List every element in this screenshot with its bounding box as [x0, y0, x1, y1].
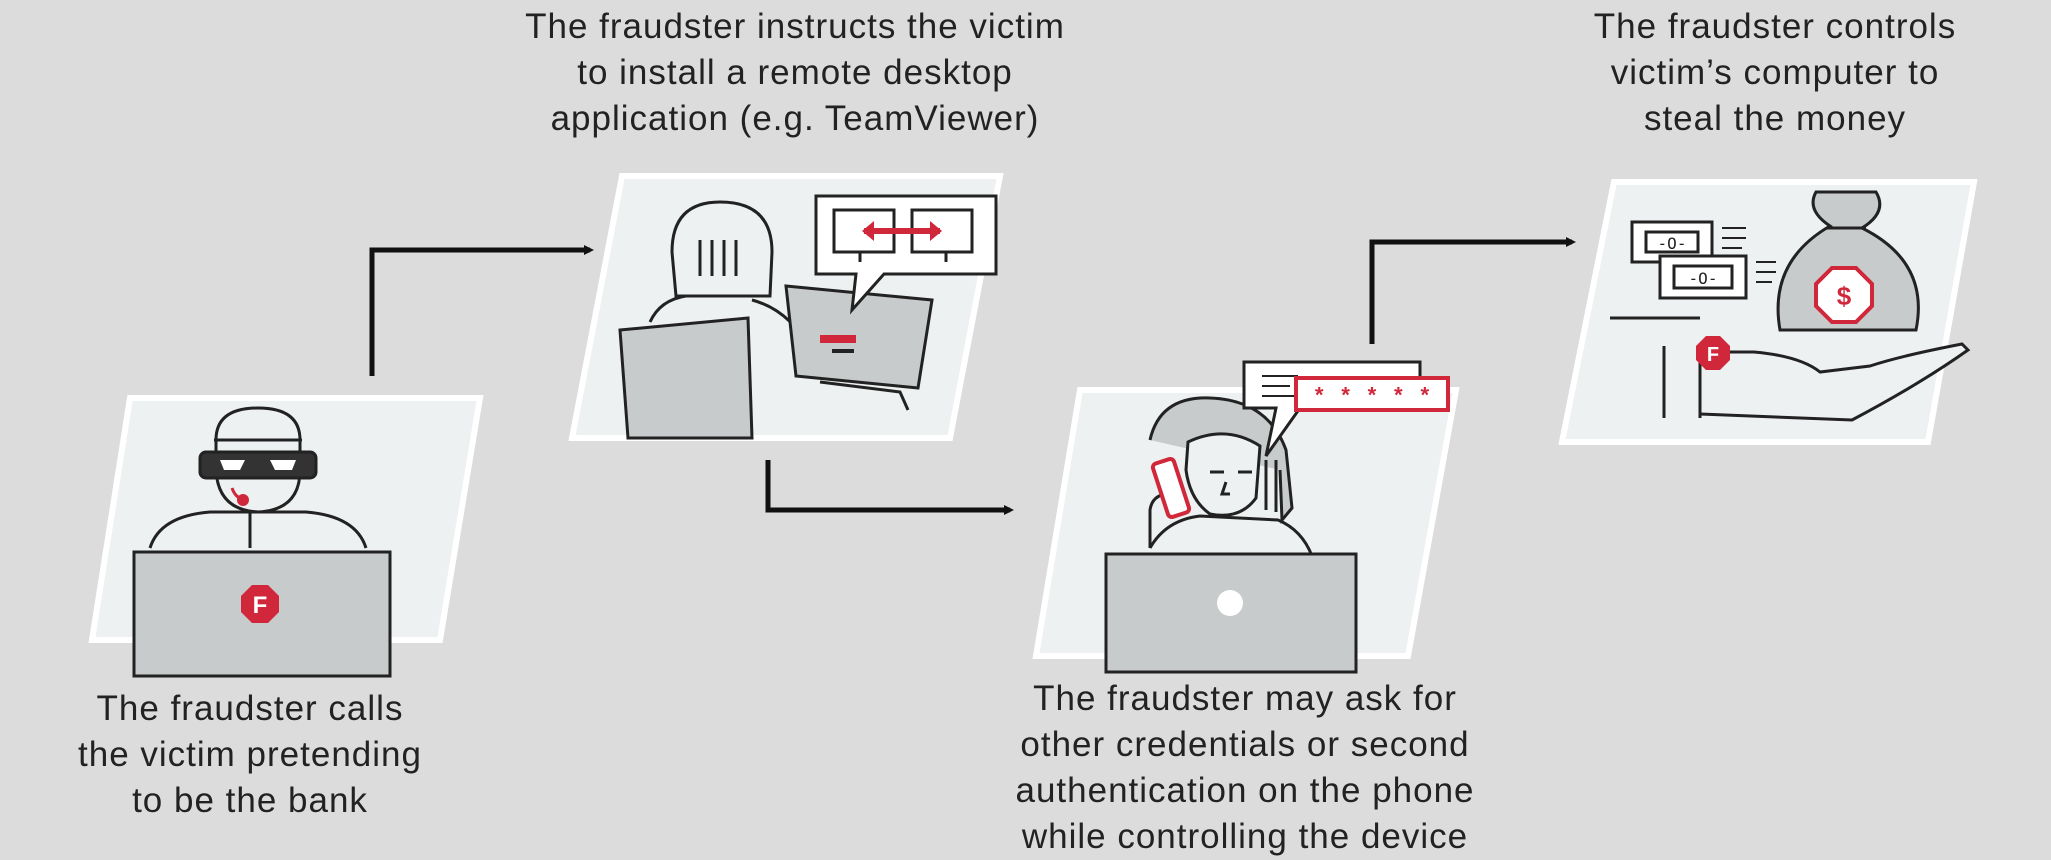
step-3-illustration: * * * * *	[1032, 360, 1460, 674]
phone-icon	[1150, 457, 1192, 519]
fraudster-badge-icon: F	[1696, 336, 1730, 370]
laptop-logo-icon	[1217, 590, 1243, 616]
step-2-caption: The fraudster instructs the victim to in…	[525, 7, 1065, 138]
svg-text:F: F	[1707, 344, 1719, 366]
victim-monitor	[784, 284, 934, 390]
step-1-illustration: F	[88, 395, 484, 678]
remote-desktop-bubble	[814, 194, 998, 315]
arrow-step1-to-step2	[369, 245, 594, 376]
fraudster-figure	[148, 406, 368, 549]
dollar-sign-icon: $	[1814, 266, 1874, 324]
fraudster-badge-icon: F	[241, 585, 279, 623]
svg-text:-O-: -O-	[1658, 234, 1687, 253]
money-bag-icon	[1776, 190, 1920, 332]
monitor-cursor-mark	[820, 335, 856, 343]
password-mask: * * * * *	[1313, 385, 1432, 410]
password-bubble: * * * * *	[1242, 360, 1450, 457]
svg-text:$: $	[1837, 281, 1852, 311]
banknote-icon: -O-	[1658, 254, 1776, 300]
step-4-caption: The fraudster controls victim’s computer…	[1593, 7, 1957, 138]
step-1-caption: The fraudster calls the victim pretendin…	[78, 689, 422, 820]
victim-hair	[1148, 396, 1294, 524]
headset-mic-icon	[237, 494, 249, 506]
svg-text:F: F	[253, 592, 268, 619]
step-3-caption: The fraudster may ask for other credenti…	[1015, 679, 1475, 856]
victim-head	[670, 200, 774, 298]
step-4-illustration: -O- -O- $ F	[1558, 179, 1978, 445]
hand-icon	[1699, 342, 1971, 422]
step-2-illustration	[568, 173, 1004, 441]
office-chair	[618, 316, 754, 440]
arrow-step2-to-step3	[765, 460, 1014, 515]
arrow-step3-to-step4	[1369, 237, 1576, 344]
svg-text:-O-: -O-	[1689, 269, 1718, 288]
